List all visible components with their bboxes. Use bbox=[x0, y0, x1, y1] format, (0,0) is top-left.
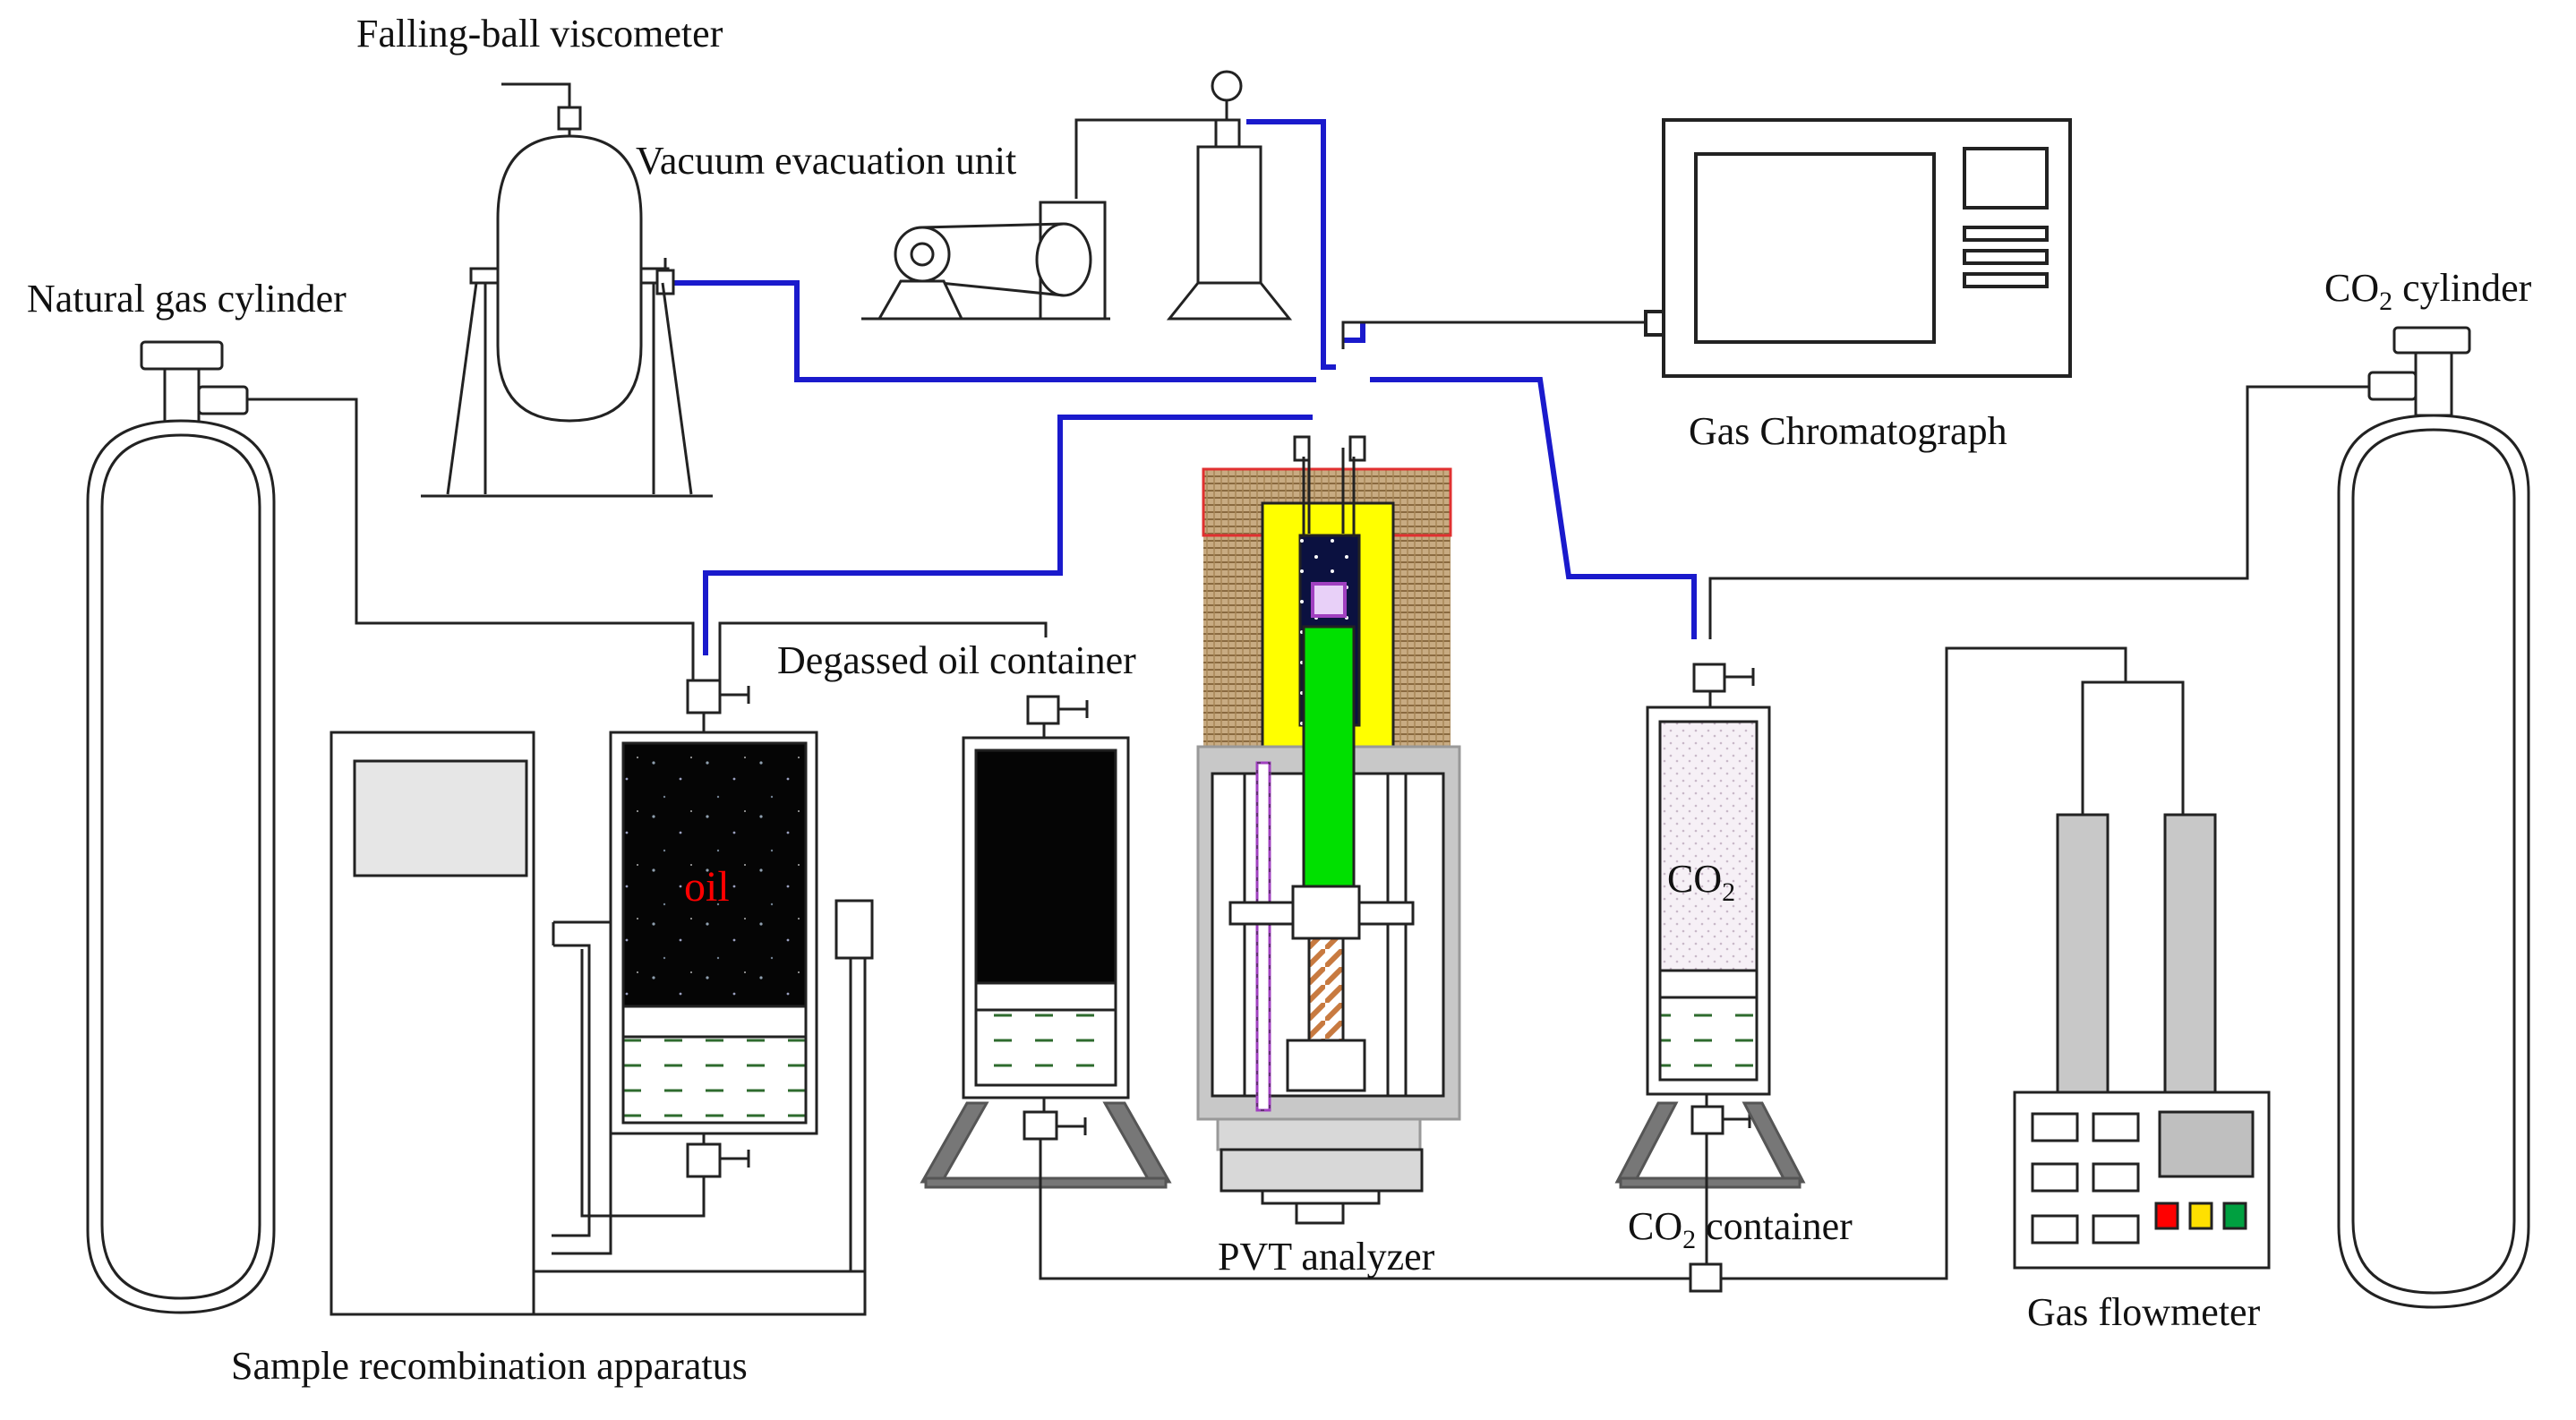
line-manifold-to-chromatograph bbox=[1343, 322, 1365, 343]
co2-container bbox=[1614, 663, 1806, 1293]
gas-lines bbox=[673, 119, 1697, 655]
label-gas-flowmeter: Gas flowmeter bbox=[2027, 1290, 2261, 1334]
label-natural-gas-cylinder: Natural gas cylinder bbox=[27, 277, 347, 321]
label-sample-recombination-apparatus: Sample recombination apparatus bbox=[231, 1344, 748, 1388]
label-falling-ball-viscometer: Falling-ball viscometer bbox=[356, 12, 723, 56]
line-viscometer-to-manifold bbox=[673, 280, 1316, 382]
label-co2-container: CO2 container bbox=[1628, 1204, 1853, 1254]
label-degassed-oil-container: Degassed oil container bbox=[777, 638, 1136, 682]
line-recombination-to-manifold bbox=[703, 415, 1313, 655]
gas-chromatograph bbox=[1644, 118, 2072, 378]
manifold-connectors bbox=[1341, 317, 1660, 349]
label-co2-cylinder: CO2 cylinder bbox=[2324, 266, 2532, 316]
gas-flowmeter bbox=[1721, 646, 2271, 1280]
vacuum-evacuation-unit bbox=[861, 70, 1293, 321]
label-gas-chromatograph: Gas Chromatograph bbox=[1689, 409, 2007, 453]
co2-cylinder bbox=[1708, 326, 2530, 1309]
label-co2-inner: CO2 bbox=[1667, 857, 1735, 907]
label-pvt-analyzer: PVT analyzer bbox=[1218, 1235, 1435, 1279]
line-vacuum-to-manifold bbox=[1246, 119, 1336, 370]
line-manifold-to-co2-container bbox=[1370, 377, 1697, 639]
pvt-analyzer bbox=[1196, 435, 1461, 1225]
falling-ball-viscometer bbox=[421, 82, 713, 498]
label-oil: oil bbox=[684, 863, 730, 911]
natural-gas-cylinder bbox=[86, 340, 695, 1314]
label-vacuum-evacuation-unit: Vacuum evacuation unit bbox=[636, 139, 1016, 183]
sample-recombination-apparatus bbox=[329, 621, 1048, 1316]
degassed-oil-container bbox=[920, 695, 1696, 1280]
